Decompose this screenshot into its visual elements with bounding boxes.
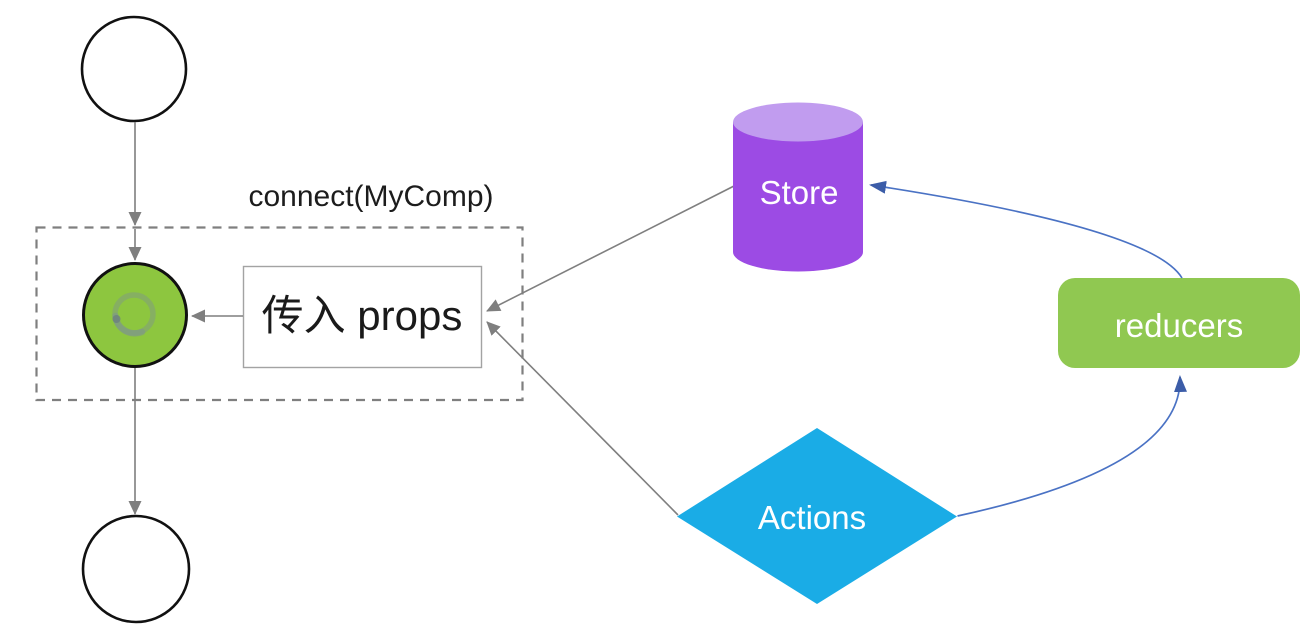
actions-label: Actions: [758, 499, 866, 536]
actions-diamond-shape: [677, 428, 957, 604]
reducers-box-shape: [1058, 278, 1300, 368]
arrow-store-to-props: [486, 185, 735, 312]
reducers-label: reducers: [1115, 307, 1243, 344]
store-cylinder-body: [733, 122, 863, 272]
flow-start-circle: [80, 15, 188, 123]
props-box: [242, 265, 483, 369]
connect-group-label: connect(MyComp): [248, 180, 493, 213]
arrow-actions-to-props: [486, 321, 679, 516]
actions-diamond: Actions: [677, 428, 957, 604]
component-spinner-icon: [112, 292, 156, 337]
flow-curve-reducers-to-store: [869, 180, 1183, 279]
store-label: Store: [760, 174, 839, 211]
component-circle: [82, 262, 188, 368]
props-box-label: 传入 props: [262, 292, 463, 339]
reducers-box: reducers: [1058, 278, 1300, 368]
connect-group-box: [35, 226, 524, 402]
store-cylinder: Store: [733, 102, 863, 272]
flow-end-circle: [81, 514, 191, 624]
store-cylinder-top: [733, 102, 863, 142]
flow-curve-actions-to-reducers: [957, 375, 1187, 517]
